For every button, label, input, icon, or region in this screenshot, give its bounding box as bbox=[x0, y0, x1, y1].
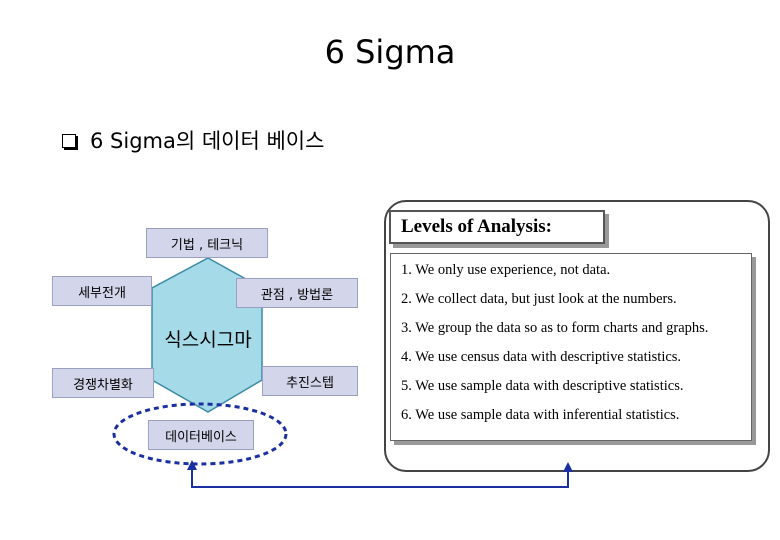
square-bullet-icon bbox=[62, 134, 76, 148]
level-item: 3. We group the data so as to form chart… bbox=[401, 320, 709, 336]
box-detail-deployment-label: 세부전개 bbox=[78, 285, 126, 301]
level-item: 2. We collect data, but just look at the… bbox=[401, 291, 677, 307]
box-competitive-differentiation-label: 경쟁차별화 bbox=[73, 377, 133, 393]
level-item: 1. We only use experience, not data. bbox=[401, 262, 611, 278]
box-perspective-methodology: 관점 , 방법론 bbox=[236, 278, 358, 308]
levels-heading: Levels of Analysis: bbox=[389, 210, 605, 244]
arrowhead-up-icon-left bbox=[187, 460, 197, 470]
database-highlight-ellipse bbox=[112, 402, 288, 466]
box-detail-deployment: 세부전개 bbox=[52, 276, 152, 306]
subtitle: 6 Sigma의 데이터 베이스 bbox=[62, 128, 324, 154]
box-perspective-methodology-label: 관점 , 방법론 bbox=[260, 287, 334, 303]
slide-title: 6 Sigma bbox=[324, 33, 456, 71]
box-technique-label: 기법 , 테크닉 bbox=[170, 237, 244, 253]
level-item: 4. We use census data with descriptive s… bbox=[401, 349, 682, 365]
box-execution-steps: 추진스텝 bbox=[262, 366, 358, 396]
box-execution-steps-label: 추진스텝 bbox=[286, 375, 334, 391]
box-technique: 기법 , 테크닉 bbox=[146, 228, 268, 258]
box-database: 데이터베이스 bbox=[148, 420, 254, 450]
box-database-label: 데이터베이스 bbox=[165, 429, 237, 445]
subtitle-text: 6 Sigma의 데이터 베이스 bbox=[90, 129, 325, 153]
center-label: 식스시그마 bbox=[164, 329, 252, 351]
box-competitive-differentiation: 경쟁차별화 bbox=[52, 368, 154, 398]
level-item: 6. We use sample data with inferential s… bbox=[401, 407, 680, 423]
arrowhead-up-icon bbox=[563, 462, 573, 472]
level-item: 5. We use sample data with descriptive s… bbox=[401, 378, 684, 394]
connector-line bbox=[191, 462, 569, 488]
levels-list: 1. We only use experience, not data. 2. … bbox=[390, 253, 752, 441]
